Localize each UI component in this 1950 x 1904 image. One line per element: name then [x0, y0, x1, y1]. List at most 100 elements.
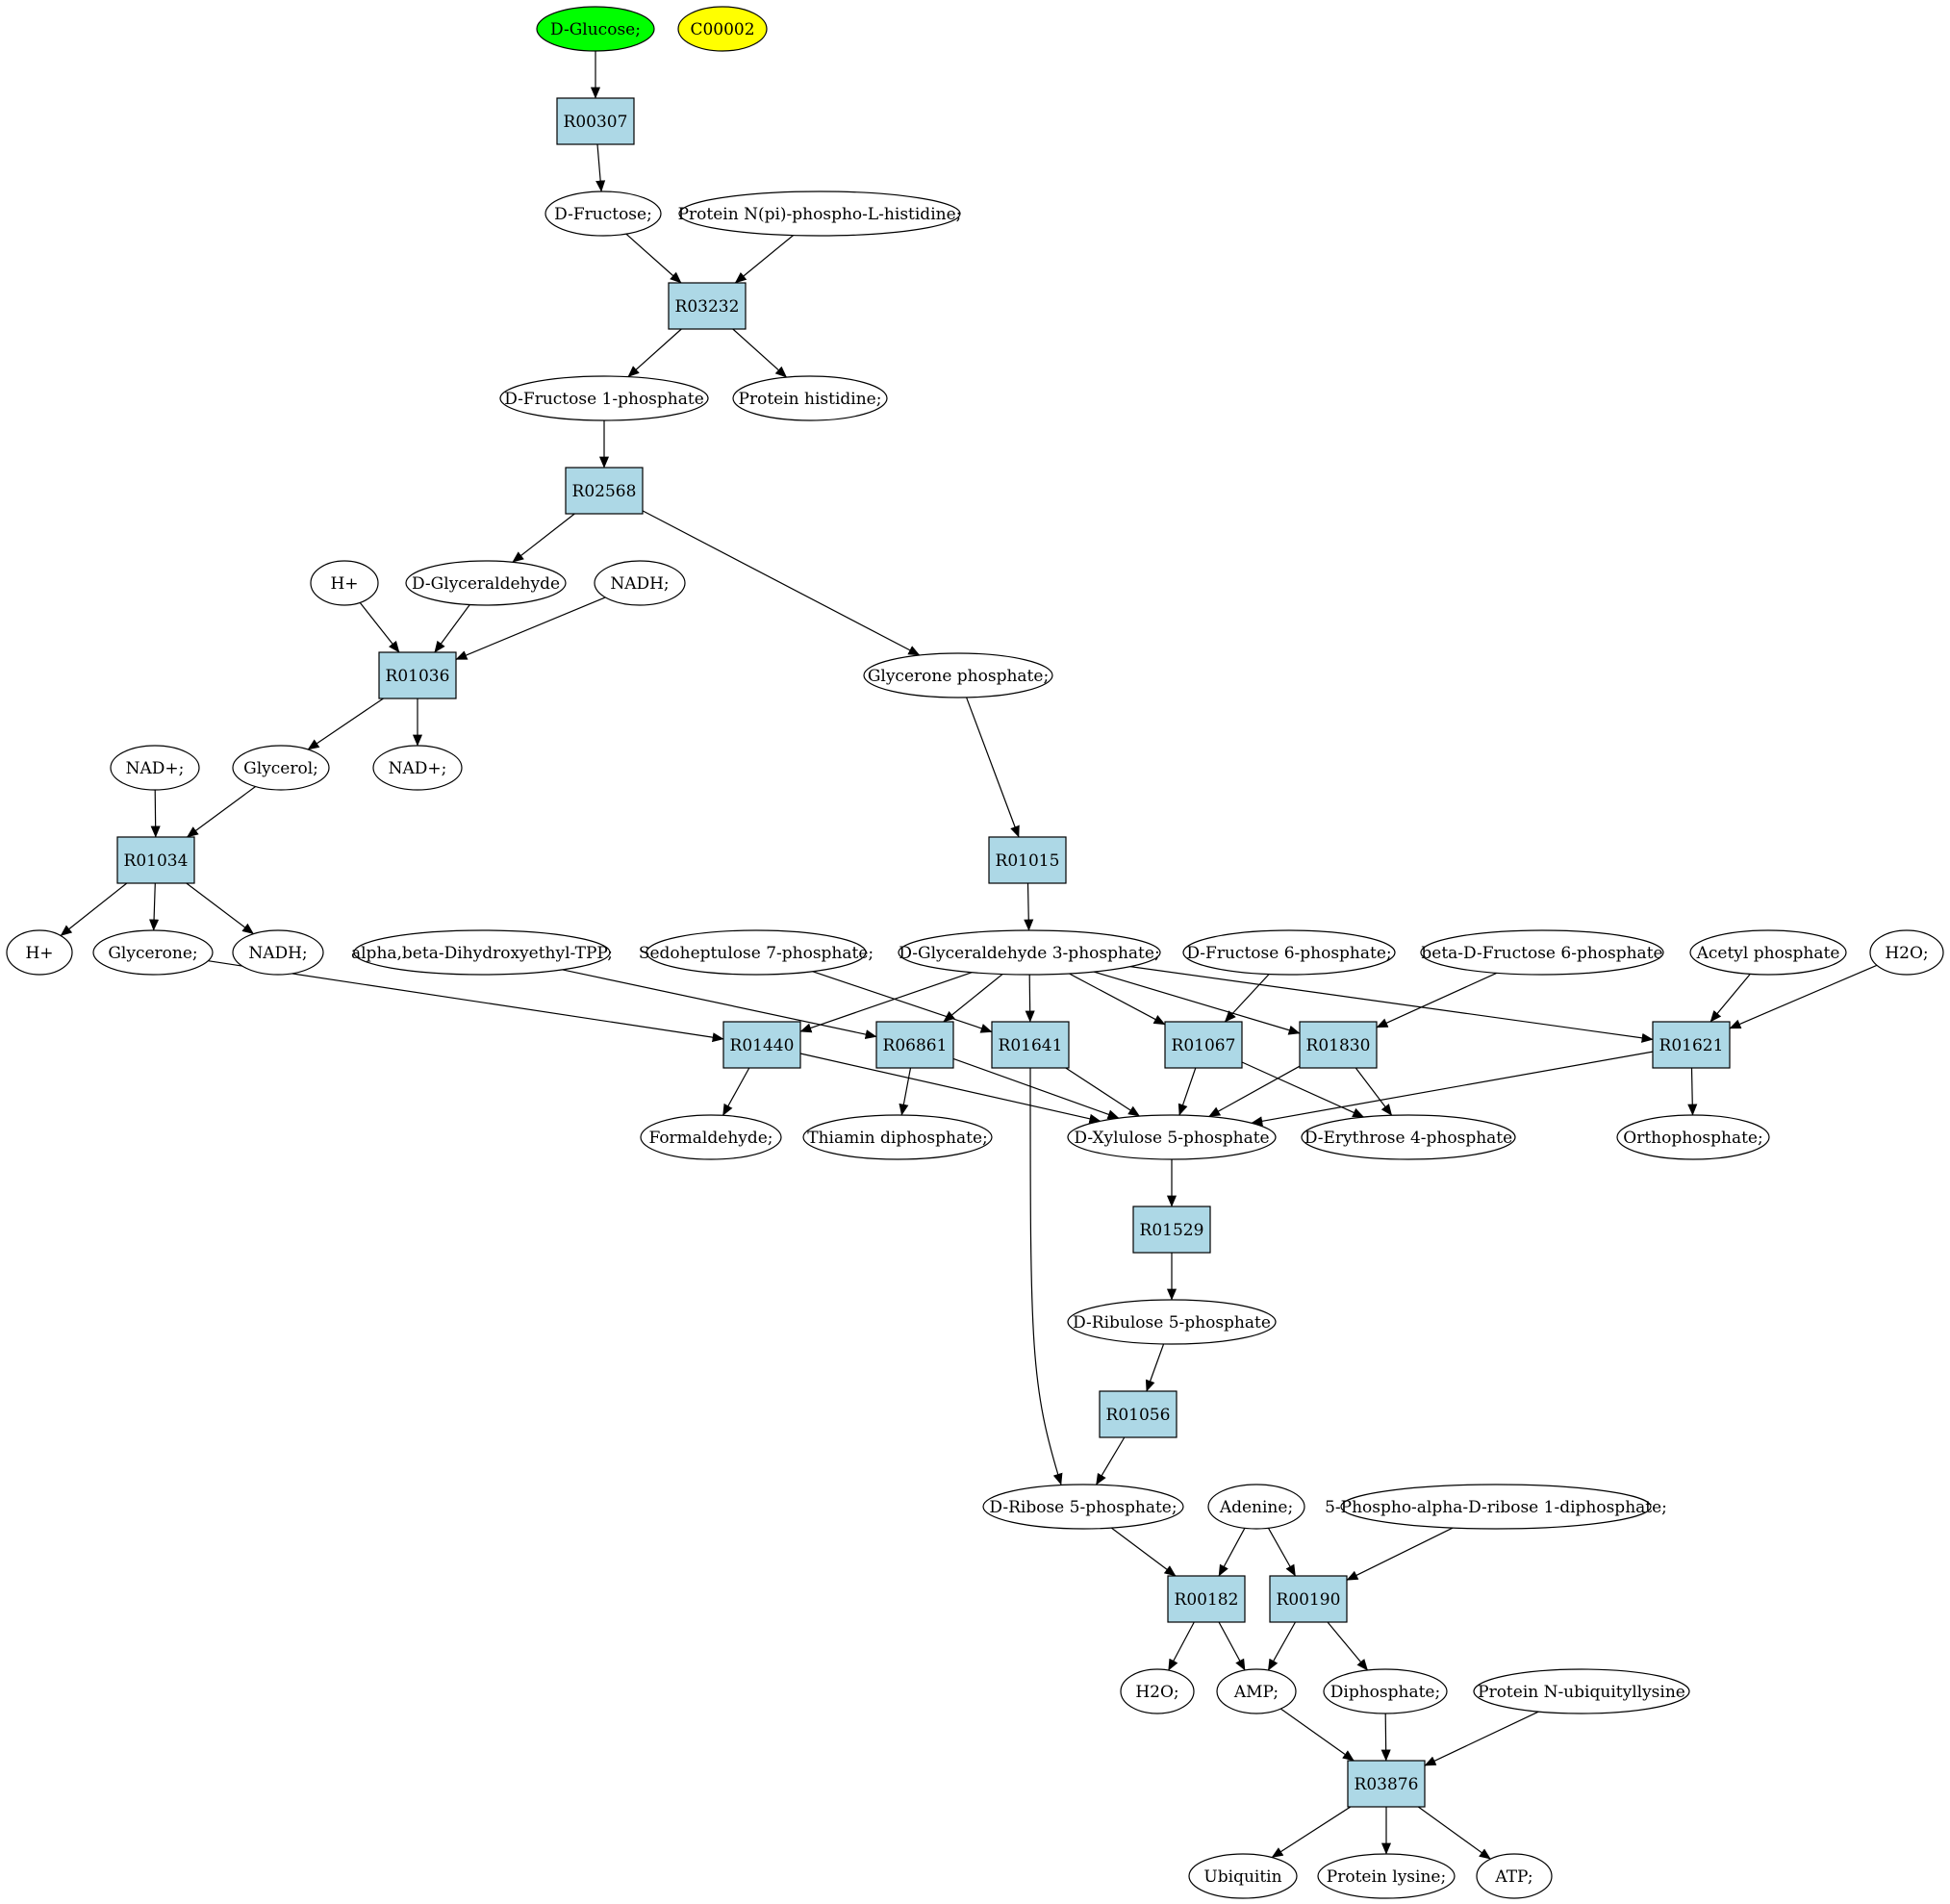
edge-h2o1-to-R01621: [1729, 964, 1878, 1029]
compound-node-nadh2[interactable]: NADH;: [232, 929, 324, 976]
compound-node-dg3p[interactable]: D-Glyceraldehyde 3-phosphate;: [898, 929, 1161, 976]
node-label: R06861: [883, 1036, 948, 1055]
compound-node-nadh1[interactable]: NADH;: [594, 560, 686, 606]
reaction-node-r01034[interactable]: R01034: [116, 836, 195, 884]
compound-ellipse: [232, 929, 324, 976]
compound-node-sed7p[interactable]: Sedoheptulose 7-phosphate;: [639, 929, 874, 976]
compound-node-acetylp[interactable]: Acetyl phosphate: [1689, 929, 1847, 976]
edge-R00307-to-dfructose: [595, 143, 606, 192]
compound-node-prothis[interactable]: Protein histidine;: [732, 375, 888, 421]
compound-ellipse: [1473, 1668, 1690, 1714]
reaction-node-r00190[interactable]: R00190: [1269, 1575, 1348, 1623]
node-label: D-Erythrose 4-phosphate: [1304, 1129, 1512, 1148]
reaction-box: [991, 1021, 1070, 1069]
reaction-node-r03232[interactable]: R03232: [668, 282, 747, 330]
edge-R01036-to-glycerol: [307, 698, 384, 750]
compound-node-protnpi[interactable]: Protein N(pi)-phospho-L-histidine;: [678, 190, 962, 237]
compound-node-dglucose[interactable]: D-Glucose;: [536, 6, 655, 52]
compound-node-ubiq[interactable]: Ubiquitin: [1188, 1853, 1298, 1899]
compound-node-dglyald[interactable]: D-Glyceraldehyde: [405, 560, 567, 606]
node-label: AMP;: [1233, 1683, 1279, 1702]
node-label: Protein histidine;: [739, 390, 882, 409]
compound-ellipse: [1689, 929, 1847, 976]
reaction-node-r06861[interactable]: R06861: [875, 1021, 954, 1069]
compound-node-protnubi[interactable]: Protein N-ubiquityllysine: [1473, 1668, 1690, 1714]
compound-node-dfructose[interactable]: D-Fructose;: [544, 190, 662, 237]
compound-ellipse: [353, 929, 611, 976]
compound-node-glycerone[interactable]: Glycerone;: [92, 929, 214, 976]
edge-dg3p-to-R01067: [1069, 973, 1166, 1026]
edge-hplus1-to-R01036: [359, 602, 400, 653]
edge-adenine-to-R00182: [1218, 1528, 1246, 1577]
compound-ellipse: [499, 375, 709, 421]
compound-node-nadplus1[interactable]: NAD+;: [110, 745, 200, 791]
edge-dg3p-to-R01621: [1129, 966, 1654, 1043]
reaction-node-r01529[interactable]: R01529: [1132, 1206, 1211, 1254]
edge-R01034-to-glycerone: [149, 882, 160, 931]
compound-node-atp[interactable]: ATP;: [1476, 1853, 1553, 1899]
compound-node-hplus1[interactable]: H+: [310, 560, 379, 606]
compound-node-glyp[interactable]: Glycerone phosphate;: [863, 652, 1053, 698]
compound-node-hplus2[interactable]: H+: [6, 929, 73, 976]
reaction-node-r00182[interactable]: R00182: [1167, 1575, 1246, 1623]
compound-node-bdfru6p[interactable]: beta-D-Fructose 6-phosphate: [1420, 929, 1664, 976]
reaction-box: [556, 97, 635, 145]
reaction-node-r00307[interactable]: R00307: [556, 97, 635, 145]
compound-node-dfru6p[interactable]: D-Fructose 6-phosphate;: [1182, 929, 1396, 976]
compound-node-prpp[interactable]: 5-Phospho-alpha-D-ribose 1-diphosphate;: [1325, 1484, 1667, 1530]
compound-node-diphos[interactable]: Diphosphate;: [1323, 1668, 1448, 1714]
compound-node-dxyl5p[interactable]: D-Xylulose 5-phosphate: [1067, 1114, 1277, 1160]
edge-sed7p-to-R01641: [812, 971, 993, 1033]
reaction-node-r01440[interactable]: R01440: [722, 1021, 801, 1069]
reaction-node-r01641[interactable]: R01641: [991, 1021, 1070, 1069]
compound-node-h2o1[interactable]: H2O;: [1869, 929, 1944, 976]
compound-node-dfru1p[interactable]: D-Fructose 1-phosphate: [499, 375, 709, 421]
compound-node-dery4p[interactable]: D-Erythrose 4-phosphate: [1301, 1114, 1516, 1160]
node-label: R01440: [730, 1036, 795, 1055]
compound-node-nadplus2[interactable]: NAD+;: [372, 745, 463, 791]
reaction-node-r01056[interactable]: R01056: [1099, 1390, 1178, 1438]
edge-R00182-to-h2o2: [1168, 1621, 1195, 1671]
reaction-node-r01015[interactable]: R01015: [988, 836, 1067, 884]
node-label: C00002: [690, 20, 754, 39]
compound-node-h2o2[interactable]: H2O;: [1120, 1668, 1195, 1714]
node-label: Adenine;: [1219, 1498, 1293, 1517]
edge-R01830-to-dxyl5p: [1208, 1065, 1301, 1118]
compound-node-formald[interactable]: Formaldehyde;: [640, 1114, 782, 1160]
compound-node-thdp[interactable]: Thiamin diphosphate;: [802, 1114, 993, 1160]
reaction-node-r01830[interactable]: R01830: [1299, 1021, 1378, 1069]
reaction-node-r02568[interactable]: R02568: [565, 467, 644, 515]
edge-R01440-to-dxyl5p: [799, 1053, 1102, 1124]
edge-R00190-to-amp: [1267, 1621, 1297, 1671]
compound-node-orthop[interactable]: Orthophosphate;: [1616, 1114, 1770, 1160]
compound-node-drib5p[interactable]: D-Ribose 5-phosphate;: [982, 1484, 1184, 1530]
reaction-node-r03876[interactable]: R03876: [1347, 1760, 1426, 1808]
edge-dg3p-to-R01830: [1093, 971, 1301, 1035]
edge-R01830-to-dery4p: [1355, 1067, 1393, 1116]
node-label: R01067: [1172, 1036, 1236, 1055]
compound-node-amp[interactable]: AMP;: [1216, 1668, 1297, 1714]
compound-node-abdtpp[interactable]: alpha,beta-Dihydroxyethyl-TPP;: [351, 929, 613, 976]
compound-node-protlys[interactable]: Protein lysine;: [1317, 1853, 1456, 1899]
node-label: Acetyl phosphate: [1696, 944, 1840, 963]
compound-node-glycerol[interactable]: Glycerol;: [232, 745, 330, 791]
reaction-node-r01621[interactable]: R01621: [1652, 1021, 1731, 1069]
node-label: D-Xylulose 5-phosphate: [1074, 1129, 1269, 1148]
reaction-box: [722, 1021, 801, 1069]
node-label: H2O;: [1885, 944, 1928, 963]
edge-R03876-to-ubiq: [1271, 1806, 1352, 1859]
compound-ellipse: [1317, 1853, 1456, 1899]
node-label: R02568: [572, 482, 637, 501]
edge-dfructose-to-R03232: [625, 233, 682, 284]
edge-abdtpp-to-R06861: [562, 969, 877, 1040]
compound-node-c00002[interactable]: C00002: [677, 6, 768, 52]
reaction-node-r01036[interactable]: R01036: [378, 651, 457, 699]
edge-R06861-to-thdp: [899, 1067, 912, 1116]
reaction-node-r01067[interactable]: R01067: [1164, 1021, 1243, 1069]
edge-glycerone-to-R01440: [208, 960, 724, 1043]
node-label: H+: [330, 574, 358, 594]
node-label: D-Fructose;: [554, 205, 652, 224]
compound-node-adenine[interactable]: Adenine;: [1207, 1484, 1305, 1530]
compound-node-drul5p[interactable]: D-Ribulose 5-phosphate: [1067, 1299, 1277, 1345]
